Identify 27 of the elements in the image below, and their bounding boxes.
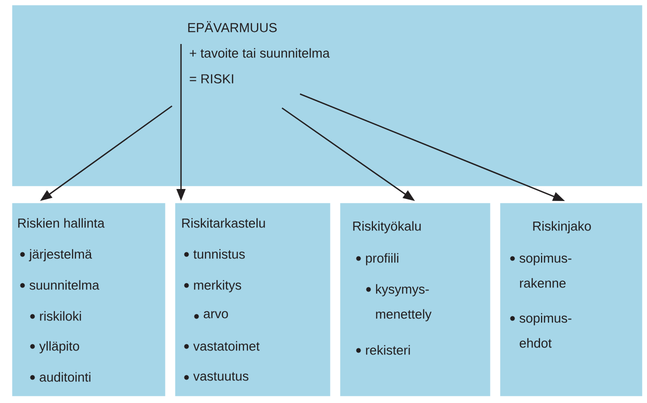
list-item: sopimus- rakenne (520, 253, 572, 288)
list-item: kysymys- menettely (376, 284, 432, 322)
list-item: ylläpito (39, 341, 80, 354)
box-heading: Riskitarkastelu (182, 218, 265, 228)
list-item: järjestelmä (28, 249, 92, 262)
list-item: riskiloki (40, 311, 81, 321)
list-item: tunnistus (193, 249, 245, 259)
box-heading: Riskityökalu (353, 221, 421, 234)
category-box (500, 203, 642, 396)
list-item: profiili (366, 253, 398, 266)
list-item: arvo (204, 311, 228, 318)
list-item: vastatoimet (193, 341, 260, 351)
category-box (12, 203, 166, 396)
formula-line: EPÄVARMUUS (188, 21, 277, 32)
list-item: vastuutus (193, 372, 248, 381)
header-panel (12, 5, 642, 186)
box-heading: Riskinjako (533, 221, 591, 234)
formula-line: = RISKI (190, 74, 234, 84)
list-item: sopimus- ehdot (520, 313, 572, 348)
list-item: rekisteri (366, 345, 410, 355)
box-heading: Riskien hallinta (18, 218, 105, 228)
list-item: merkitys (194, 280, 242, 292)
list-item: auditointi (40, 372, 90, 382)
category-box (175, 203, 330, 396)
category-box (340, 203, 490, 396)
formula-line: + tavoite tai suunnitelma (190, 48, 330, 58)
list-item: suunnitelma (30, 280, 100, 290)
